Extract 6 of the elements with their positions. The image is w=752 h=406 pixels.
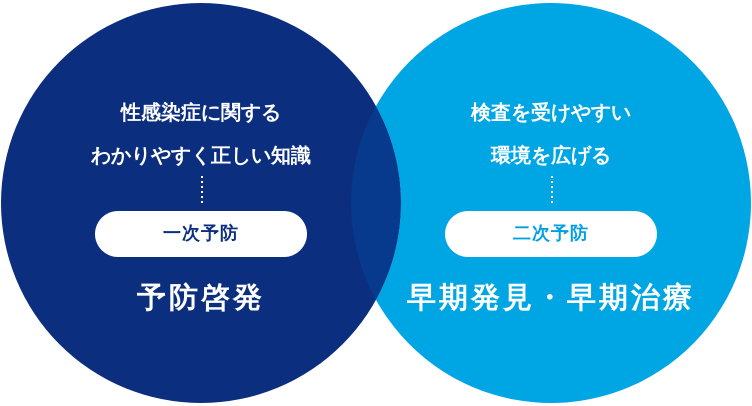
heading-text: 早期発見・早期治療 (406, 279, 696, 316)
heading-text: 予防啓発 (136, 279, 266, 316)
description-text: 性感染症に関するわかりやすく正しい知識 (90, 99, 312, 169)
description-text: 検査を受けやすい環境を広げる (470, 99, 632, 169)
label-pill: 二次予防 (445, 211, 657, 257)
label-pill: 一次予防 (95, 211, 307, 257)
